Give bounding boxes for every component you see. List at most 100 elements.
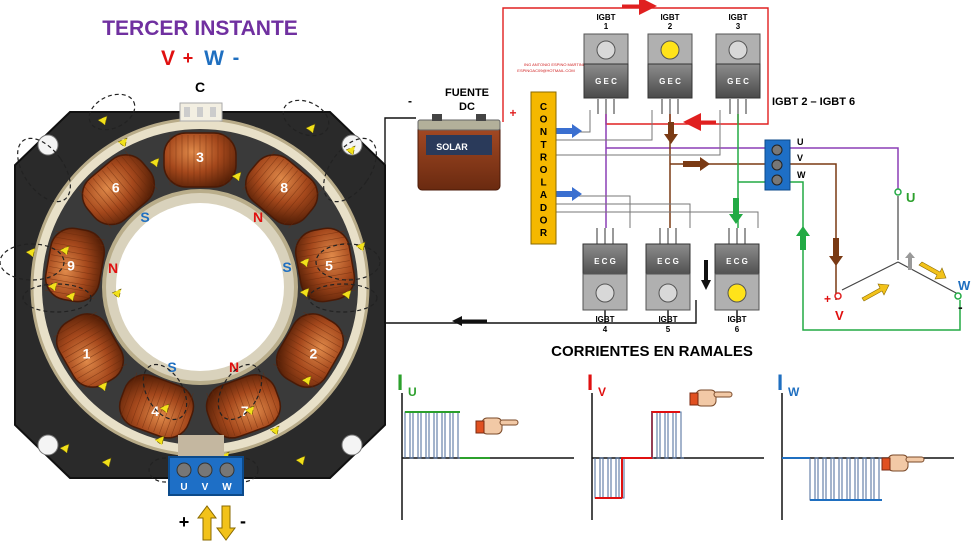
igbt-number: 5 bbox=[666, 325, 671, 334]
pole-s-upper-left: S bbox=[140, 209, 149, 225]
flux-arrow-icon bbox=[341, 289, 352, 300]
pointing-hand-icon bbox=[689, 389, 733, 407]
igbt-pins: G E C bbox=[595, 77, 617, 86]
stator-coil bbox=[242, 151, 321, 229]
flux-loop bbox=[88, 93, 136, 131]
arrow-down-icon bbox=[701, 260, 711, 290]
arrow-icon bbox=[918, 261, 947, 280]
coil-number-label: 9 bbox=[67, 257, 75, 273]
hole bbox=[658, 283, 678, 303]
page-title: TERCER INSTANTE bbox=[102, 17, 298, 40]
stator-coil bbox=[205, 372, 282, 441]
igbt-number: 6 bbox=[735, 325, 740, 334]
connector-label-v: V bbox=[202, 482, 209, 493]
supply-minus-label: - bbox=[240, 511, 246, 531]
igbt-number: 4 bbox=[603, 325, 608, 334]
phase-v-label: V bbox=[161, 47, 175, 70]
mount-hole bbox=[37, 434, 59, 456]
flux-arrow-icon bbox=[159, 403, 170, 414]
supply-plus-label: + bbox=[179, 512, 190, 532]
arrow-right-icon bbox=[683, 157, 710, 171]
active-indicator bbox=[660, 40, 680, 60]
plot-letter: I bbox=[777, 370, 783, 395]
flux-arrow-icon bbox=[65, 291, 76, 302]
igbt-pins: E C G bbox=[594, 257, 616, 266]
flux-loop bbox=[323, 137, 377, 203]
igbt-pins: G E C bbox=[659, 77, 681, 86]
active-indicator bbox=[727, 283, 747, 303]
igbt-label: IGBT bbox=[660, 13, 679, 22]
supply-minus: - bbox=[408, 94, 412, 108]
pointing-hand-icon bbox=[475, 417, 519, 435]
flux-arrow-icon bbox=[154, 435, 165, 446]
battery-brand: SOLAR bbox=[436, 142, 468, 152]
pole-n-left: N bbox=[108, 260, 118, 276]
coil-number-label: 7 bbox=[241, 403, 249, 419]
mount-hole bbox=[341, 434, 363, 456]
arrow-up-icon bbox=[796, 226, 810, 250]
igbt-label: IGBT bbox=[596, 13, 615, 22]
supply-title-line1: FUENTE bbox=[445, 87, 489, 99]
flux-arrow-icon bbox=[301, 375, 312, 386]
controller-letter: D bbox=[540, 203, 547, 214]
hole bbox=[728, 40, 748, 60]
flux-arrow-icon bbox=[97, 381, 108, 392]
flux-arrow-icon bbox=[149, 157, 160, 168]
stator-coil bbox=[163, 132, 237, 188]
controller-letter: T bbox=[540, 140, 546, 151]
plot-subscript: W bbox=[788, 385, 800, 399]
flux-arrow-icon bbox=[345, 145, 356, 156]
motor-label-w: W bbox=[958, 278, 971, 293]
connector-label-u: U bbox=[180, 482, 187, 493]
pointing-hand-icon bbox=[881, 454, 925, 472]
motor-w-sign: - bbox=[958, 299, 963, 315]
flux-loop bbox=[22, 283, 92, 313]
current-envelope bbox=[621, 411, 680, 498]
motor-terminal-block: U V W bbox=[764, 137, 806, 191]
arrow-down-icon bbox=[729, 198, 743, 224]
plot-subscript: U bbox=[408, 385, 417, 399]
supply-plus: + bbox=[509, 106, 516, 120]
controller-letter: O bbox=[540, 165, 548, 176]
flux-arrow-icon bbox=[59, 245, 70, 256]
igbt-pins: E C G bbox=[726, 257, 748, 266]
pole-labels: S N N S S N bbox=[108, 209, 292, 375]
flux-arrow-icon bbox=[117, 137, 128, 148]
flux-loop bbox=[315, 243, 381, 281]
plot-letter: I bbox=[397, 370, 403, 395]
flux-arrow-icon bbox=[299, 257, 310, 268]
controller-letter: R bbox=[540, 228, 548, 239]
terminal-w: W bbox=[797, 170, 806, 180]
supply-title-line2: DC bbox=[459, 101, 475, 113]
stator-coil bbox=[79, 151, 158, 229]
coil-number-label: 3 bbox=[196, 149, 204, 165]
stator-coil bbox=[53, 311, 127, 390]
coil-number-label: 6 bbox=[112, 180, 120, 196]
igbt-label: IGBT bbox=[727, 315, 746, 324]
phase-w-sign: - bbox=[233, 47, 240, 69]
flux-arrow-icon bbox=[295, 455, 306, 466]
stator-coil bbox=[118, 372, 195, 441]
top-connector bbox=[179, 102, 223, 122]
author-email: ESPINOAC09@HOTMAIL.COM bbox=[517, 68, 574, 73]
hole bbox=[595, 283, 615, 303]
terminal-v: V bbox=[797, 153, 803, 163]
stator-bore bbox=[102, 189, 298, 385]
arrow-icon bbox=[861, 283, 890, 302]
motor-label-u: U bbox=[906, 190, 915, 205]
controller-letter: O bbox=[540, 215, 548, 226]
coil-number-label: 4 bbox=[151, 403, 159, 419]
flux-arrow-icon bbox=[25, 247, 36, 258]
terminal-u: U bbox=[797, 137, 804, 147]
currents-title: CORRIENTES EN RAMALES bbox=[551, 343, 753, 360]
pole-s-lower-left: S bbox=[167, 359, 176, 375]
igbt-number: 2 bbox=[668, 22, 673, 31]
